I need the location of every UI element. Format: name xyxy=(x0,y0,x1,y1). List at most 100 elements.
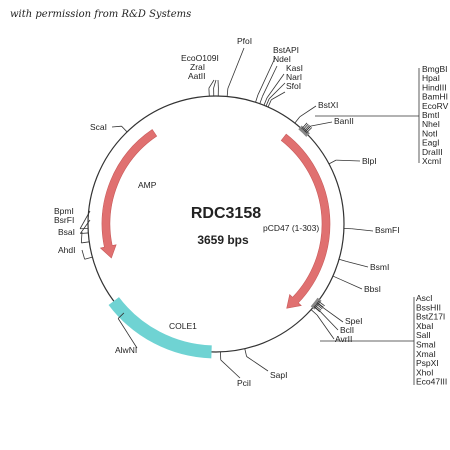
site-label: NarI xyxy=(286,72,302,82)
feature-arrow-insert xyxy=(280,133,331,309)
site-label: BstXI xyxy=(318,100,338,110)
site-leader xyxy=(220,359,241,379)
site-label: AvrII xyxy=(335,334,352,344)
site-leader xyxy=(262,65,278,97)
site-tick xyxy=(314,304,322,311)
site-leader xyxy=(246,356,269,372)
cluster1-site-label: DraIII xyxy=(422,147,443,157)
cluster2-site-label: XmaI xyxy=(416,349,436,359)
site-leader xyxy=(213,79,217,89)
site-label: BbsI xyxy=(364,284,381,294)
site-leader xyxy=(351,228,374,232)
feature-label-insert: pCD47 (1-303) xyxy=(263,223,319,233)
site-leader xyxy=(81,249,86,260)
feature-layer xyxy=(99,125,331,359)
cluster2-site-label: SmaI xyxy=(416,340,436,350)
site-leader xyxy=(268,82,286,100)
plasmid-backbone xyxy=(87,95,345,353)
site-label: BstAPI xyxy=(273,45,299,55)
site-label: BsmI xyxy=(370,262,389,272)
site-tick xyxy=(265,98,270,107)
site-leader xyxy=(266,73,285,99)
site-label: PciI xyxy=(237,378,251,388)
site-tick xyxy=(303,124,310,132)
cluster2-site-label: XbaI xyxy=(416,321,434,331)
site-label: PfoI xyxy=(237,36,252,46)
cluster1-bracket xyxy=(315,68,420,163)
cluster2-site-label: PspXI xyxy=(416,358,439,368)
cluster2-site-label: BssHII xyxy=(416,302,441,312)
site-label: BsaI xyxy=(58,227,75,237)
site-leader xyxy=(111,125,122,128)
cluster1-site-label: EagI xyxy=(422,138,440,148)
site-tick xyxy=(316,302,324,308)
site-tick xyxy=(302,123,309,131)
cluster2-bracket xyxy=(320,297,415,385)
site-label: SpeI xyxy=(345,316,363,326)
feature-label-ori: COLE1 xyxy=(169,321,197,331)
site-tick xyxy=(255,94,259,103)
feature-arc-ori xyxy=(108,297,212,359)
site-label: SfoI xyxy=(286,81,301,91)
site-leader xyxy=(227,47,245,89)
site-tick xyxy=(301,122,308,130)
site-tick xyxy=(117,312,125,319)
site-tick xyxy=(315,303,323,310)
credit-text: with permission from R&D Systems xyxy=(10,9,192,20)
site-tick xyxy=(81,241,90,244)
site-tick xyxy=(304,126,311,133)
cluster1-site-label: BmgBI xyxy=(422,64,448,74)
site-label: BpmI xyxy=(54,206,74,216)
site-leader xyxy=(80,219,91,234)
site-tick xyxy=(305,127,313,134)
site-leader xyxy=(80,231,83,243)
feature-label-amp: AMP xyxy=(138,180,157,190)
site-tick xyxy=(317,300,325,307)
plasmid-name: RDC3158 xyxy=(191,205,261,222)
cluster2-site-label: BstZ17I xyxy=(416,312,445,322)
site-leader xyxy=(310,121,333,127)
site-leader xyxy=(79,210,91,229)
site-tick xyxy=(313,305,321,312)
site-leader xyxy=(271,91,286,101)
site-tick xyxy=(338,258,347,262)
site-leader xyxy=(346,261,369,268)
site-label: BanII xyxy=(334,116,354,126)
site-label: ScaI xyxy=(90,122,107,132)
site-label: ZraI xyxy=(190,62,205,72)
cluster1-site-label: EcoRV xyxy=(422,101,449,111)
site-tick xyxy=(244,348,247,357)
site-tick xyxy=(310,309,318,316)
site-tick xyxy=(259,96,263,104)
site-label: KasI xyxy=(286,63,303,73)
site-leader xyxy=(208,79,215,89)
site-leader xyxy=(257,57,276,95)
site-label: AhdI xyxy=(58,245,76,255)
site-label: EcoO109I xyxy=(181,53,219,63)
plasmid-size: 3659 bps xyxy=(197,233,249,247)
site-tick xyxy=(263,97,268,106)
site-tick xyxy=(294,116,301,124)
site-leader xyxy=(340,278,363,290)
site-tick xyxy=(226,88,229,97)
site-label: BlpI xyxy=(362,156,377,166)
site-tick xyxy=(332,275,341,280)
site-label: BclI xyxy=(340,325,354,335)
site-leader xyxy=(319,311,339,331)
site-label: SapI xyxy=(270,370,288,380)
site-leader xyxy=(299,105,317,118)
cluster1-site-label: XcmI xyxy=(422,156,441,166)
cluster2-site-label: AscI xyxy=(416,293,433,303)
site-label: BsmFI xyxy=(375,225,400,235)
site-label: AlwNI xyxy=(115,345,137,355)
cluster2-site-label: SalI xyxy=(416,330,431,340)
site-leader xyxy=(322,307,344,323)
cluster1-site-label: BmtI xyxy=(422,110,439,120)
site-leader xyxy=(316,314,335,340)
feature-arrow-amp xyxy=(99,129,158,259)
site-label: NdeI xyxy=(273,54,291,64)
cluster1-site-label: NotI xyxy=(422,128,438,138)
cluster2-site-label: Eco47III xyxy=(416,377,447,387)
site-label: AatII xyxy=(188,71,205,81)
